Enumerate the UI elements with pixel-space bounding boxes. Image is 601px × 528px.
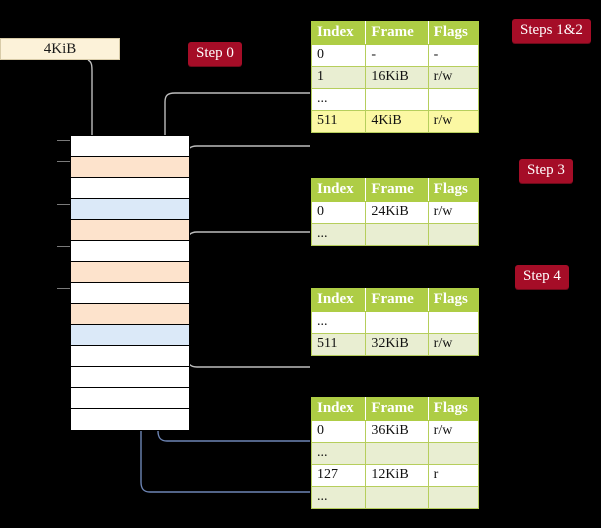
column-header-flags: Flags <box>427 178 480 202</box>
wire-level2-to-memory <box>171 302 310 368</box>
column-header-frame: Frame <box>365 21 429 45</box>
memory-frame-row <box>71 388 189 409</box>
table-row-highlighted: 511 4KiB r/w <box>310 110 480 133</box>
memory-frame-row <box>71 346 189 367</box>
memory-tick <box>57 288 71 289</box>
table-row: ... <box>310 88 480 111</box>
memory-frame-row <box>71 409 189 430</box>
badge-steps-1-2: Steps 1&2 <box>512 19 591 43</box>
cell-frame: - <box>365 44 429 67</box>
column-header-index: Index <box>310 288 367 312</box>
column-header-index: Index <box>310 178 367 202</box>
cell-flags: r/w <box>427 66 480 89</box>
table-header-row: Index Frame Flags <box>310 21 480 45</box>
cell-index: 0 <box>310 201 367 224</box>
table-row: ... <box>310 223 480 246</box>
virtual-address-label: 4KiB <box>43 40 77 57</box>
cell-index: ... <box>310 311 367 334</box>
cell-frame <box>365 223 429 246</box>
cell-frame: 12KiB <box>365 464 429 487</box>
badge-step-0-label: Step 0 <box>196 45 234 61</box>
badge-step-3: Step 3 <box>519 159 573 183</box>
cell-flags <box>427 88 480 111</box>
cell-frame <box>365 311 429 334</box>
cell-flags: r/w <box>427 333 480 356</box>
cell-index: ... <box>310 223 367 246</box>
cell-frame: 32KiB <box>365 333 429 356</box>
physical-memory-column <box>70 135 190 431</box>
cell-flags: - <box>427 44 480 67</box>
table-row: 0 - - <box>310 44 480 67</box>
table-row: 511 32KiB r/w <box>310 333 480 356</box>
memory-tick <box>57 161 71 162</box>
memory-frame-row <box>71 325 189 346</box>
cell-index: 1 <box>310 66 367 89</box>
column-header-flags: Flags <box>427 397 480 421</box>
memory-frame-row <box>71 178 189 199</box>
table-row: 1 16KiB r/w <box>310 66 480 89</box>
column-header-flags: Flags <box>427 21 480 45</box>
cell-frame: 4KiB <box>365 110 429 133</box>
column-header-index: Index <box>310 21 367 45</box>
cell-frame <box>365 486 429 509</box>
table-row: ... <box>310 486 480 509</box>
cell-flags <box>427 442 480 465</box>
column-header-index: Index <box>310 397 367 421</box>
table-row: 127 12KiB r <box>310 464 480 487</box>
page-table-level-2: Index Frame Flags ... 511 32KiB r/w <box>310 288 480 356</box>
badge-step-3-label: Step 3 <box>527 162 565 178</box>
table-header-row: Index Frame Flags <box>310 178 480 202</box>
memory-frame-row <box>71 262 189 283</box>
column-header-frame: Frame <box>365 397 429 421</box>
cell-frame: 36KiB <box>365 420 429 443</box>
cell-index: 127 <box>310 464 367 487</box>
table-row: ... <box>310 311 480 334</box>
cell-frame <box>365 88 429 111</box>
page-table-level-1: Index Frame Flags 0 36KiB r/w ... 127 12… <box>310 397 480 509</box>
cell-frame <box>365 442 429 465</box>
cell-index: 0 <box>310 420 367 443</box>
memory-frame-row <box>71 136 189 157</box>
memory-frame-row <box>71 367 189 388</box>
memory-tick <box>57 204 71 205</box>
cell-frame: 24KiB <box>365 201 429 224</box>
cell-index: 511 <box>310 110 367 133</box>
table-header-row: Index Frame Flags <box>310 397 480 421</box>
cell-flags <box>427 311 480 334</box>
memory-frame-row <box>71 283 189 304</box>
cell-flags: r/w <box>427 110 480 133</box>
page-table-level-4: Index Frame Flags 0 - - 1 16KiB r/w ... <box>310 21 480 133</box>
cell-index: ... <box>310 442 367 465</box>
memory-frame-row <box>71 304 189 325</box>
virtual-address-box: 4KiB <box>0 38 120 60</box>
page-table-level-3: Index Frame Flags 0 24KiB r/w ... <box>310 178 480 246</box>
cell-flags <box>427 223 480 246</box>
memory-frame-row <box>71 157 189 178</box>
badge-step-0: Step 0 <box>188 42 242 66</box>
memory-frame-row <box>71 199 189 220</box>
cell-index: ... <box>310 88 367 111</box>
table-row: 0 24KiB r/w <box>310 201 480 224</box>
column-header-frame: Frame <box>365 178 429 202</box>
column-header-flags: Flags <box>427 288 480 312</box>
badge-step-4: Step 4 <box>515 265 569 289</box>
table-row: 0 36KiB r/w <box>310 420 480 443</box>
badge-step-4-label: Step 4 <box>523 268 561 284</box>
badge-steps-1-2-label: Steps 1&2 <box>520 22 583 38</box>
cell-flags: r/w <box>427 420 480 443</box>
memory-tick <box>57 140 71 141</box>
cell-flags <box>427 486 480 509</box>
column-header-frame: Frame <box>365 288 429 312</box>
memory-frame-row <box>71 241 189 262</box>
cell-index: ... <box>310 486 367 509</box>
cell-flags: r/w <box>427 201 480 224</box>
memory-tick <box>57 246 71 247</box>
table-row: ... <box>310 442 480 465</box>
table-header-row: Index Frame Flags <box>310 288 480 312</box>
cell-index: 511 <box>310 333 367 356</box>
cell-flags: r <box>427 464 480 487</box>
cell-index: 0 <box>310 44 367 67</box>
cell-frame: 16KiB <box>365 66 429 89</box>
memory-frame-row <box>71 220 189 241</box>
